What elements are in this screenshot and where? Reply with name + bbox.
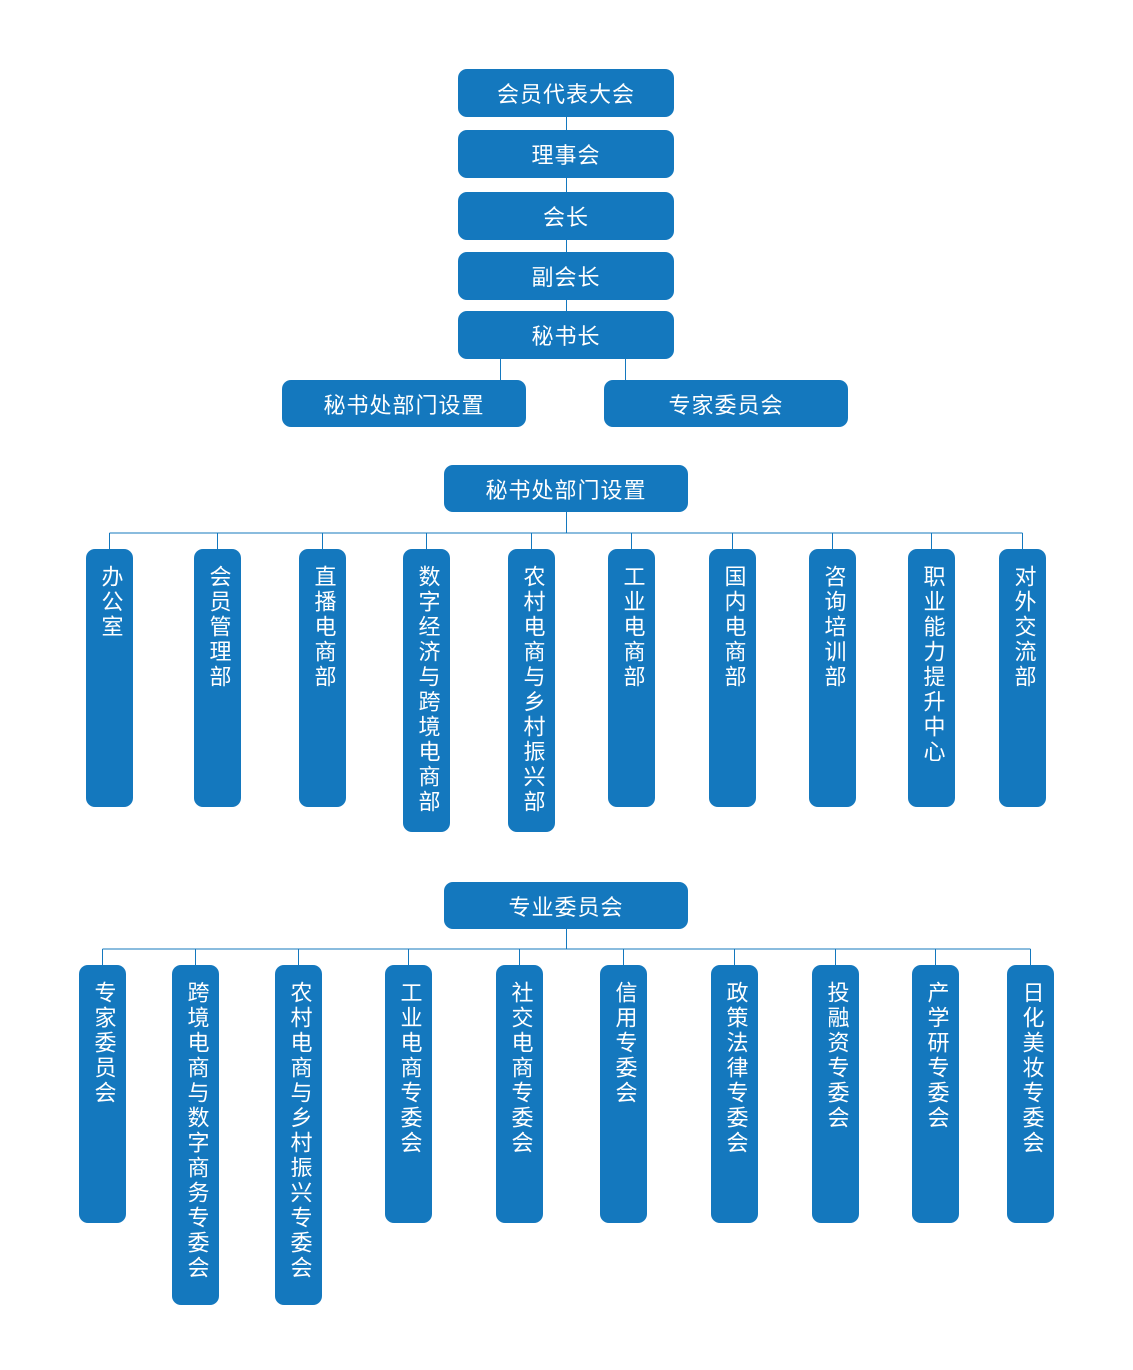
department-label: 直播电商部 <box>310 565 336 690</box>
department-label: 工业电商部 <box>619 565 645 690</box>
committee-label: 跨境电商与数字商务专委会 <box>183 981 209 1281</box>
committee-label: 专家委员会 <box>90 981 116 1106</box>
committee-box: 工业电商专委会 <box>385 965 432 1223</box>
section-title: 秘书处部门设置 <box>485 478 647 504</box>
department-box: 咨询培训部 <box>809 549 856 807</box>
committee-label: 投融资专委会 <box>823 981 849 1131</box>
department-label: 对外交流部 <box>1010 565 1036 690</box>
chain-box-president: 会长 <box>458 192 674 240</box>
branch-box-expert-committee: 专家委员会 <box>604 380 848 427</box>
committee-label: 社交电商专委会 <box>507 981 533 1156</box>
department-label: 会员管理部 <box>205 565 231 690</box>
department-label: 办公室 <box>97 565 123 640</box>
department-label: 职业能力提升中心 <box>919 565 945 765</box>
chain-label: 副会长 <box>531 266 601 291</box>
chain-box-council: 理事会 <box>458 130 674 178</box>
committee-box: 社交电商专委会 <box>496 965 543 1223</box>
department-box: 国内电商部 <box>709 549 756 807</box>
committee-label: 政策法律专委会 <box>722 981 748 1156</box>
committee-box: 专家委员会 <box>79 965 126 1223</box>
committee-label: 农村电商与乡村振兴专委会 <box>286 981 312 1281</box>
department-box: 数字经济与跨境电商部 <box>403 549 450 832</box>
chain-label: 理事会 <box>531 144 601 169</box>
secretariat-title-box: 秘书处部门设置 <box>444 465 688 512</box>
section-title: 专业委员会 <box>508 895 624 921</box>
committee-label: 日化美妆专委会 <box>1018 981 1044 1156</box>
chain-label: 会员代表大会 <box>496 83 635 108</box>
department-label: 咨询培训部 <box>820 565 846 690</box>
committee-box: 投融资专委会 <box>812 965 859 1223</box>
department-box: 办公室 <box>86 549 133 807</box>
branch-label: 秘书处部门设置 <box>323 393 485 419</box>
department-box: 职业能力提升中心 <box>908 549 955 807</box>
chain-label: 会长 <box>542 206 589 231</box>
branch-label: 专家委员会 <box>668 393 784 419</box>
committees-title-box: 专业委员会 <box>444 882 688 929</box>
department-box: 对外交流部 <box>999 549 1046 807</box>
committee-label: 产学研专委会 <box>923 981 949 1131</box>
department-box: 工业电商部 <box>608 549 655 807</box>
department-box: 直播电商部 <box>299 549 346 807</box>
department-box: 会员管理部 <box>194 549 241 807</box>
department-label: 数字经济与跨境电商部 <box>414 565 440 815</box>
department-label: 国内电商部 <box>720 565 746 690</box>
committee-box: 跨境电商与数字商务专委会 <box>172 965 219 1305</box>
branch-box-secretariat: 秘书处部门设置 <box>282 380 526 427</box>
department-label: 农村电商与乡村振兴部 <box>519 565 545 815</box>
committee-box: 政策法律专委会 <box>711 965 758 1223</box>
committee-box: 产学研专委会 <box>912 965 959 1223</box>
committee-box: 农村电商与乡村振兴专委会 <box>275 965 322 1305</box>
committee-label: 信用专委会 <box>611 981 637 1106</box>
chain-box-secretary-general: 秘书长 <box>458 311 674 359</box>
committee-label: 工业电商专委会 <box>396 981 422 1156</box>
department-box: 农村电商与乡村振兴部 <box>508 549 555 832</box>
chain-label: 秘书长 <box>531 325 601 350</box>
chain-box-general-assembly: 会员代表大会 <box>458 69 674 117</box>
chain-box-vice-president: 副会长 <box>458 252 674 300</box>
committee-box: 日化美妆专委会 <box>1007 965 1054 1223</box>
committee-box: 信用专委会 <box>600 965 647 1223</box>
